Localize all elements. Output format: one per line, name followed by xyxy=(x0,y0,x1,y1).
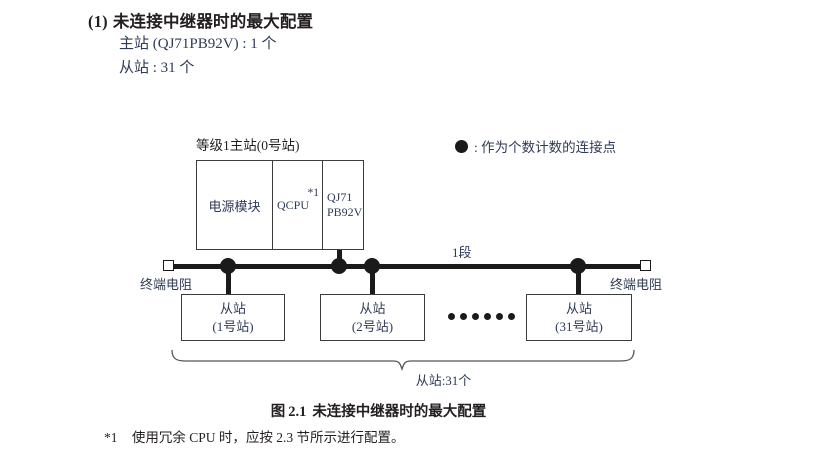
legend-label: : 作为个数计数的连接点 xyxy=(474,140,617,155)
figure-caption-prefix: 图 xyxy=(270,404,286,420)
footnote-text: 使用冗余 CPU 时，应按 2.3 节所示进行配置。 xyxy=(131,430,405,445)
slave-station-box: 从站 (1号站) xyxy=(181,294,285,341)
slave-station-number: (31号站) xyxy=(555,318,603,334)
ellipsis-dot xyxy=(484,313,491,320)
master-rack-label: 等级1主站(0号站) xyxy=(196,138,300,153)
figure-caption-text: 未连接中继器时的最大配置 xyxy=(312,404,487,420)
terminating-resistor-left-label: 终端电阻 xyxy=(140,277,193,292)
ellipsis-dot xyxy=(448,313,455,320)
qcpu-footnote-marker: *1 xyxy=(307,187,320,199)
spec-line-master: 主站 (QJ71PB92V) : 1 个 xyxy=(119,36,277,52)
heading-number: (1) xyxy=(88,12,108,31)
connection-point-dot xyxy=(331,258,347,274)
slave-drop-line xyxy=(369,266,375,294)
footnote-marker: *1 xyxy=(104,430,118,445)
master-module-label-line2: PB92V xyxy=(327,204,363,219)
ellipsis-dot xyxy=(508,313,515,320)
ellipsis-dot xyxy=(460,313,467,320)
terminating-resistor-left-icon xyxy=(163,260,174,271)
footnote: *1 使用冗余 CPU 时，应按 2.3 节所示进行配置。 xyxy=(104,426,405,446)
terminating-resistor-right-icon xyxy=(640,260,651,271)
page-title: 未连接中继器时的最大配置 xyxy=(112,12,314,31)
slave-station-number: (1号站) xyxy=(212,318,254,334)
master-module: QJ71 PB92V xyxy=(323,161,363,249)
bus-trunk-line xyxy=(168,263,646,269)
slave-group-brace xyxy=(171,349,635,372)
slave-station-box: 从站 (2号站) xyxy=(320,294,425,341)
slave-station-title: 从站 xyxy=(565,300,592,316)
slave-drop-line xyxy=(225,266,231,294)
ellipsis-dots xyxy=(448,313,515,320)
segment-label: 1段 xyxy=(452,245,472,260)
qcpu-module-label: QCPU xyxy=(277,197,310,212)
qcpu-module: QCPU *1 xyxy=(273,161,323,249)
slave-station-title: 从站 xyxy=(219,300,246,316)
ellipsis-dot xyxy=(496,313,503,320)
slave-station-title: 从站 xyxy=(359,300,386,316)
filled-circle-icon xyxy=(455,139,468,153)
figure-caption-number: 2.1 xyxy=(288,404,307,420)
slave-station-box: 从站 (31号站) xyxy=(526,294,632,341)
terminating-resistor-right-label: 终端电阻 xyxy=(610,277,663,292)
page-heading: (1) 未连接中继器时的最大配置 xyxy=(88,8,608,32)
power-supply-module: 电源模块 xyxy=(197,161,273,249)
slave-group-brace-label: 从站:31个 xyxy=(415,373,472,388)
master-module-label-line1: QJ71 xyxy=(327,190,353,204)
header-block: (1) 未连接中继器时的最大配置 主站 (QJ71PB92V) : 1 个 从站… xyxy=(88,8,608,81)
slave-drop-line xyxy=(575,266,581,294)
slave-station-number: (2号站) xyxy=(351,318,394,334)
legend: : 作为个数计数的连接点 xyxy=(455,136,616,156)
master-rack: 电源模块 QCPU *1 QJ71 PB92V xyxy=(196,160,364,250)
spec-line-slave: 从站 : 31 个 xyxy=(119,60,195,77)
ellipsis-dot xyxy=(472,313,479,320)
